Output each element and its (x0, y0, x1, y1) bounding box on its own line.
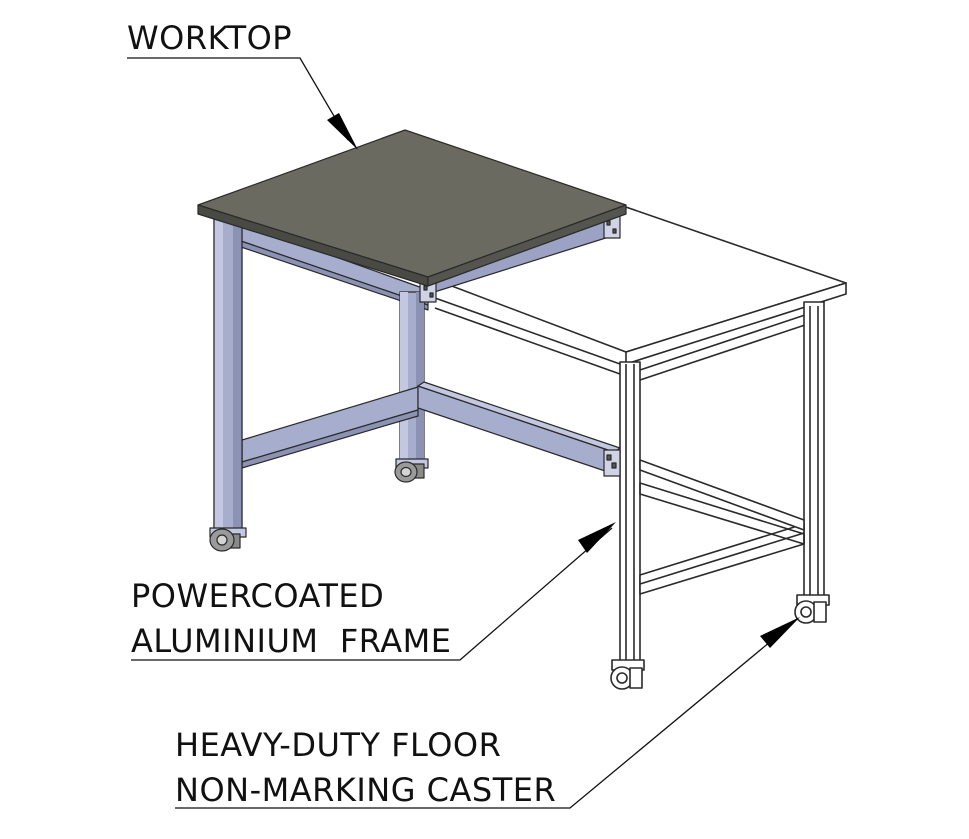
wireframe-leg-back (803, 301, 825, 598)
callout-frame-line2: ALUMINIUM FRAME (131, 622, 452, 660)
wireframe-leg-front (619, 361, 641, 663)
lower-stretcher-left (241, 386, 419, 463)
caster-front-left (209, 527, 247, 552)
arrowhead-worktop (327, 113, 358, 150)
callout-frame-line1: POWERCOATED (131, 577, 385, 615)
caster-back-left (394, 458, 429, 483)
wireframe-caster-front (610, 659, 645, 690)
leg-back-left (399, 291, 425, 463)
worktop-side-edge (427, 204, 627, 287)
leader-caster (175, 621, 795, 809)
wireframe-caster-back (794, 594, 830, 624)
leader-worktop (127, 57, 349, 141)
wireframe-table-half (427, 204, 847, 690)
arrowhead-frame (578, 522, 616, 553)
wireframe-worktop-edge (625, 282, 847, 365)
callout-worktop: WORKTOP (127, 19, 293, 57)
callout-caster-line1: HEAVY-DUTY FLOOR (175, 726, 502, 764)
leg-front-left (213, 211, 243, 531)
leader-frame (131, 527, 613, 661)
arrowhead-caster (760, 617, 800, 648)
callout-caster-line2: NON-MARKING CASTER (175, 771, 557, 809)
lower-stretcher-centre (417, 385, 615, 475)
callout-leaders (127, 57, 800, 809)
rendered-table-half (197, 129, 627, 552)
worktop (197, 129, 627, 287)
